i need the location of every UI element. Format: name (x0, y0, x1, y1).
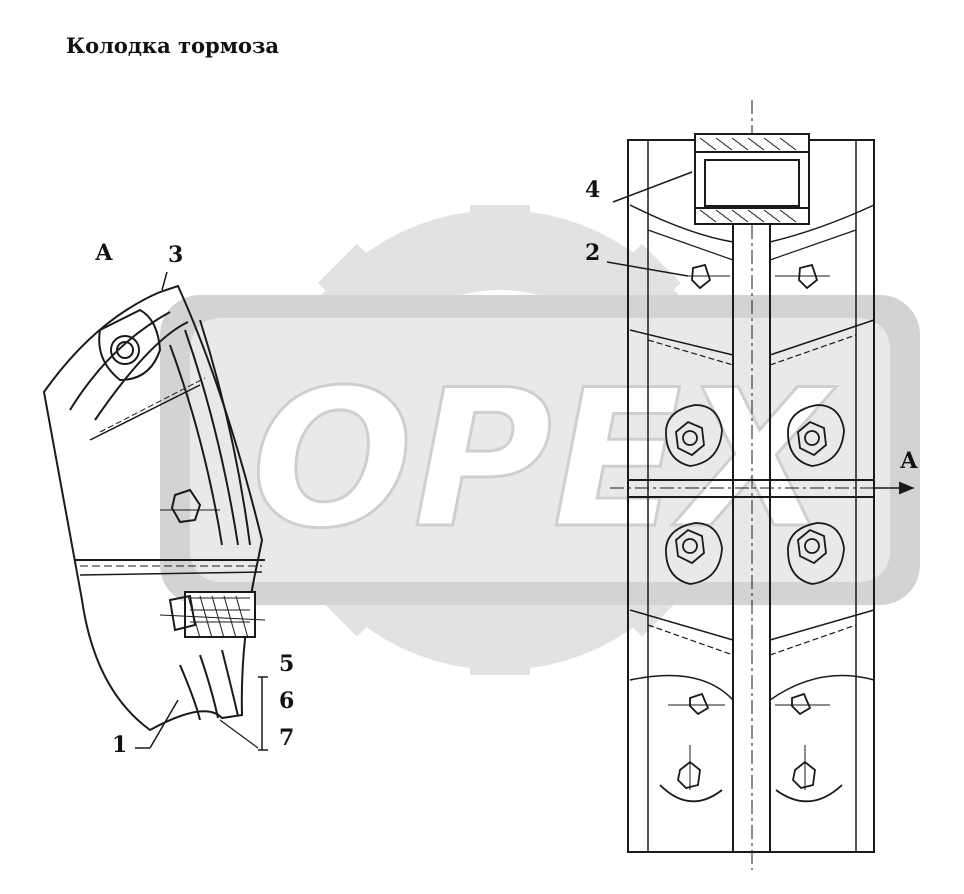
callout-1: 1 (112, 732, 128, 758)
watermark-text: OPEX (251, 349, 837, 570)
view-label-a-right: А (900, 448, 918, 474)
callout-4: 4 (585, 177, 601, 203)
view-label-a-left: А (95, 240, 113, 266)
watermark: OPEX (160, 205, 920, 675)
callout-2: 2 (585, 240, 601, 266)
callout-5: 5 (279, 651, 295, 677)
page-title: Колодка тормоза (66, 33, 279, 58)
callout-6: 6 (279, 688, 295, 714)
right-view-shoe (606, 100, 915, 870)
callout-7: 7 (279, 725, 295, 751)
callout-3: 3 (168, 242, 184, 268)
left-view-shoe (42, 271, 268, 751)
